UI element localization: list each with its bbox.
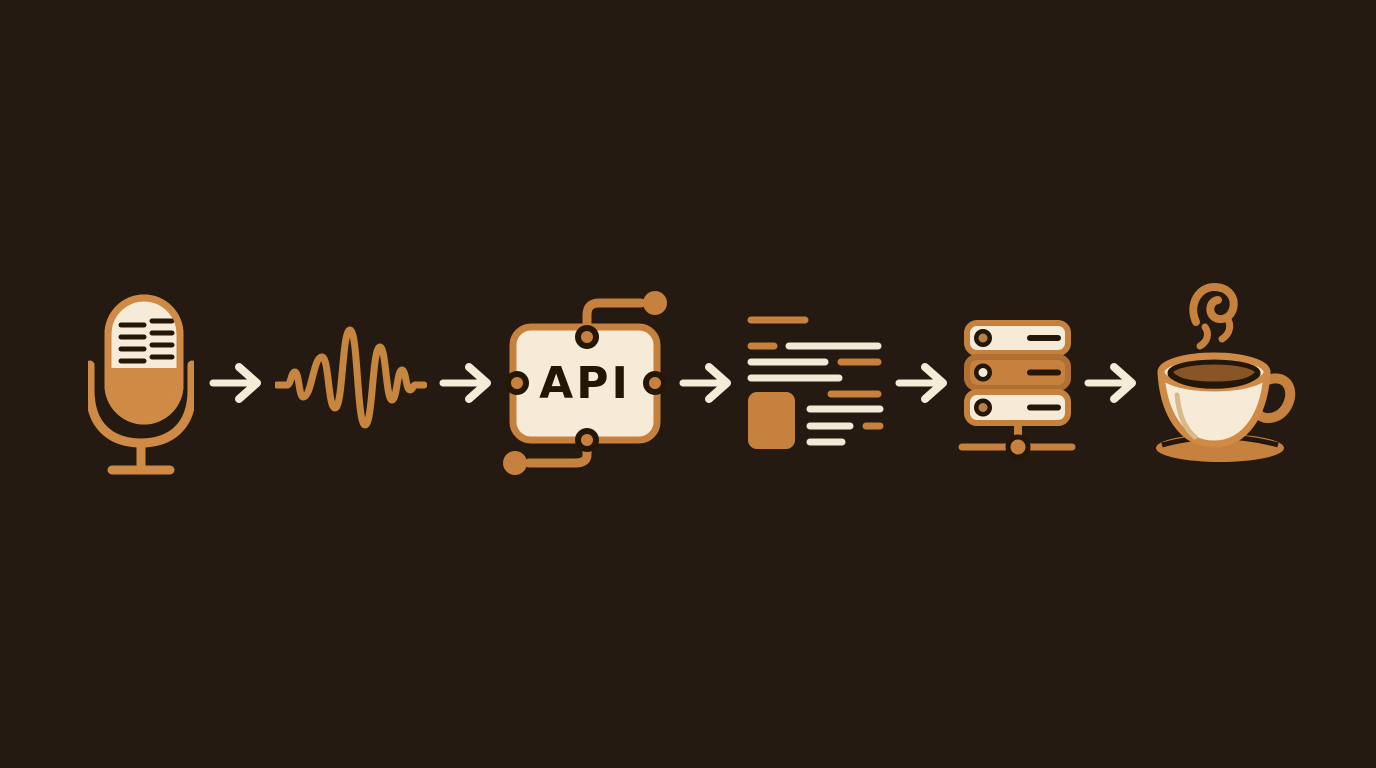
microphone-icon: [88, 283, 194, 478]
arrow-right-icon: [438, 359, 496, 407]
arrow-right-icon: [678, 359, 736, 407]
audio-waveform-icon: [275, 325, 427, 440]
transcript-text-icon: [745, 312, 891, 457]
arrow-right-icon: [1083, 359, 1141, 407]
arrow-right-icon: [208, 359, 266, 407]
api-chip-icon: [500, 285, 675, 480]
arrow-right-icon: [894, 359, 952, 407]
coffee-cup-icon: [1152, 278, 1302, 468]
server-icon: [958, 318, 1080, 462]
api-box-label: API: [539, 358, 631, 409]
